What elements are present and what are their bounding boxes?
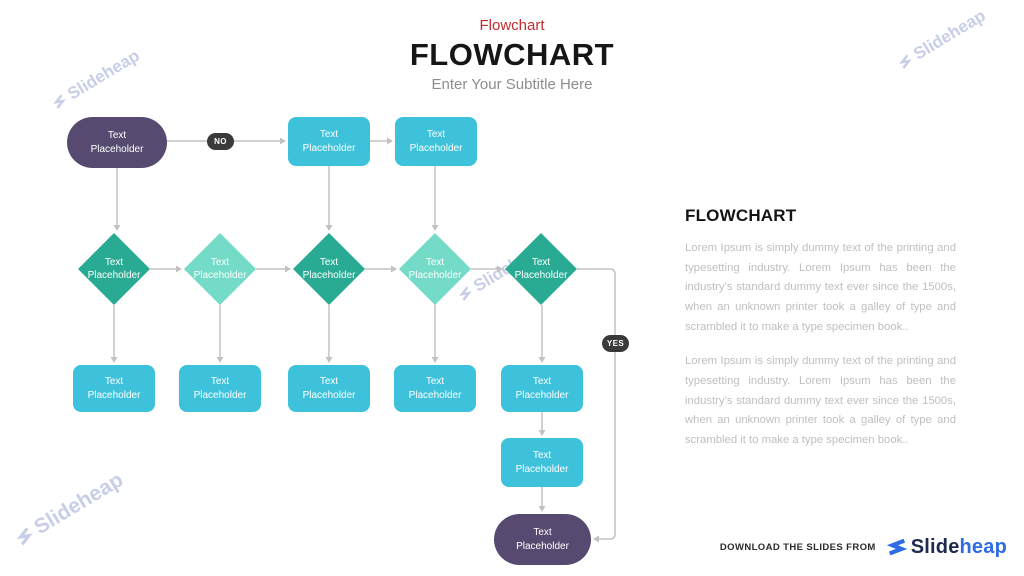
flow-node-start: Text Placeholder [67, 117, 167, 168]
arrowheads [110, 137, 599, 543]
node-label: Text Placeholder [408, 256, 462, 282]
watermark-slideheap: Slideheap [454, 238, 549, 306]
slideheap-logo-icon [52, 94, 66, 109]
node-label: Text Placeholder [514, 256, 568, 282]
panel-heading: FLOWCHART [685, 206, 797, 225]
node-label: Text Placeholder [193, 376, 247, 401]
node-label: Text Placeholder [408, 376, 462, 401]
flow-node-process-bottom-3: Text Placeholder [288, 365, 370, 412]
node-label: Text Placeholder [515, 376, 569, 401]
brand-text-heap: heap [959, 536, 1007, 558]
flow-node-end: Text Placeholder [494, 514, 591, 565]
slideheap-logo-icon [16, 526, 33, 545]
footer-branding: DOWNLOAD THE SLIDES FROM Slideheap [720, 536, 1007, 559]
watermark-slideheap: Slideheap [11, 468, 128, 552]
slideheap-logo-icon [458, 286, 472, 301]
slide-title: FLOWCHART [409, 37, 615, 72]
node-label: Text Placeholder [516, 527, 569, 552]
flow-node-process-extra: Text Placeholder [501, 438, 583, 487]
node-label: Text Placeholder [87, 256, 141, 282]
flow-node-process-bottom-1: Text Placeholder [73, 365, 155, 412]
slideheap-logo-icon [898, 54, 912, 69]
flow-node-process-bottom-5: Text Placeholder [501, 365, 583, 412]
flow-node-process-bottom-2: Text Placeholder [179, 365, 261, 412]
panel-paragraph-1: Lorem Ipsum is simply dummy text of the … [685, 242, 956, 333]
node-label: Text Placeholder [87, 376, 141, 401]
flow-node-process-bottom-4: Text Placeholder [394, 365, 476, 412]
node-label: Text Placeholder [302, 256, 356, 282]
slide-header: Flowchart FLOWCHART Enter Your Subtitle … [0, 17, 1024, 93]
node-label: Text Placeholder [302, 376, 356, 401]
slideheap-logo-icon [886, 538, 907, 555]
flow-node-process-top-1: Text Placeholder [288, 117, 370, 166]
brand-text-slide: Slide [910, 536, 960, 558]
watermark-slideheap: Slideheap [48, 46, 143, 114]
node-label: Text Placeholder [515, 450, 569, 475]
slide-kicker: Flowchart [479, 17, 545, 34]
slideheap-logo[interactable]: Slideheap [886, 536, 1007, 559]
branch-badge-no: NO [207, 133, 234, 150]
branch-badge-yes: YES [602, 335, 629, 352]
watermark-slideheap: Slideheap [894, 6, 989, 74]
node-label: Text Placeholder [193, 256, 247, 282]
flow-node-process-top-2: Text Placeholder [395, 117, 477, 166]
download-label: DOWNLOAD THE SLIDES FROM [719, 542, 876, 553]
slide-subtitle: Enter Your Subtitle Here [431, 76, 593, 93]
description-panel: FLOWCHART Lorem Ipsum is simply dummy te… [685, 206, 956, 466]
node-label: Text Placeholder [409, 129, 463, 154]
node-label: Text Placeholder [90, 130, 144, 155]
node-label: Text Placeholder [302, 129, 356, 154]
panel-paragraph-2: Lorem Ipsum is simply dummy text of the … [685, 355, 956, 446]
